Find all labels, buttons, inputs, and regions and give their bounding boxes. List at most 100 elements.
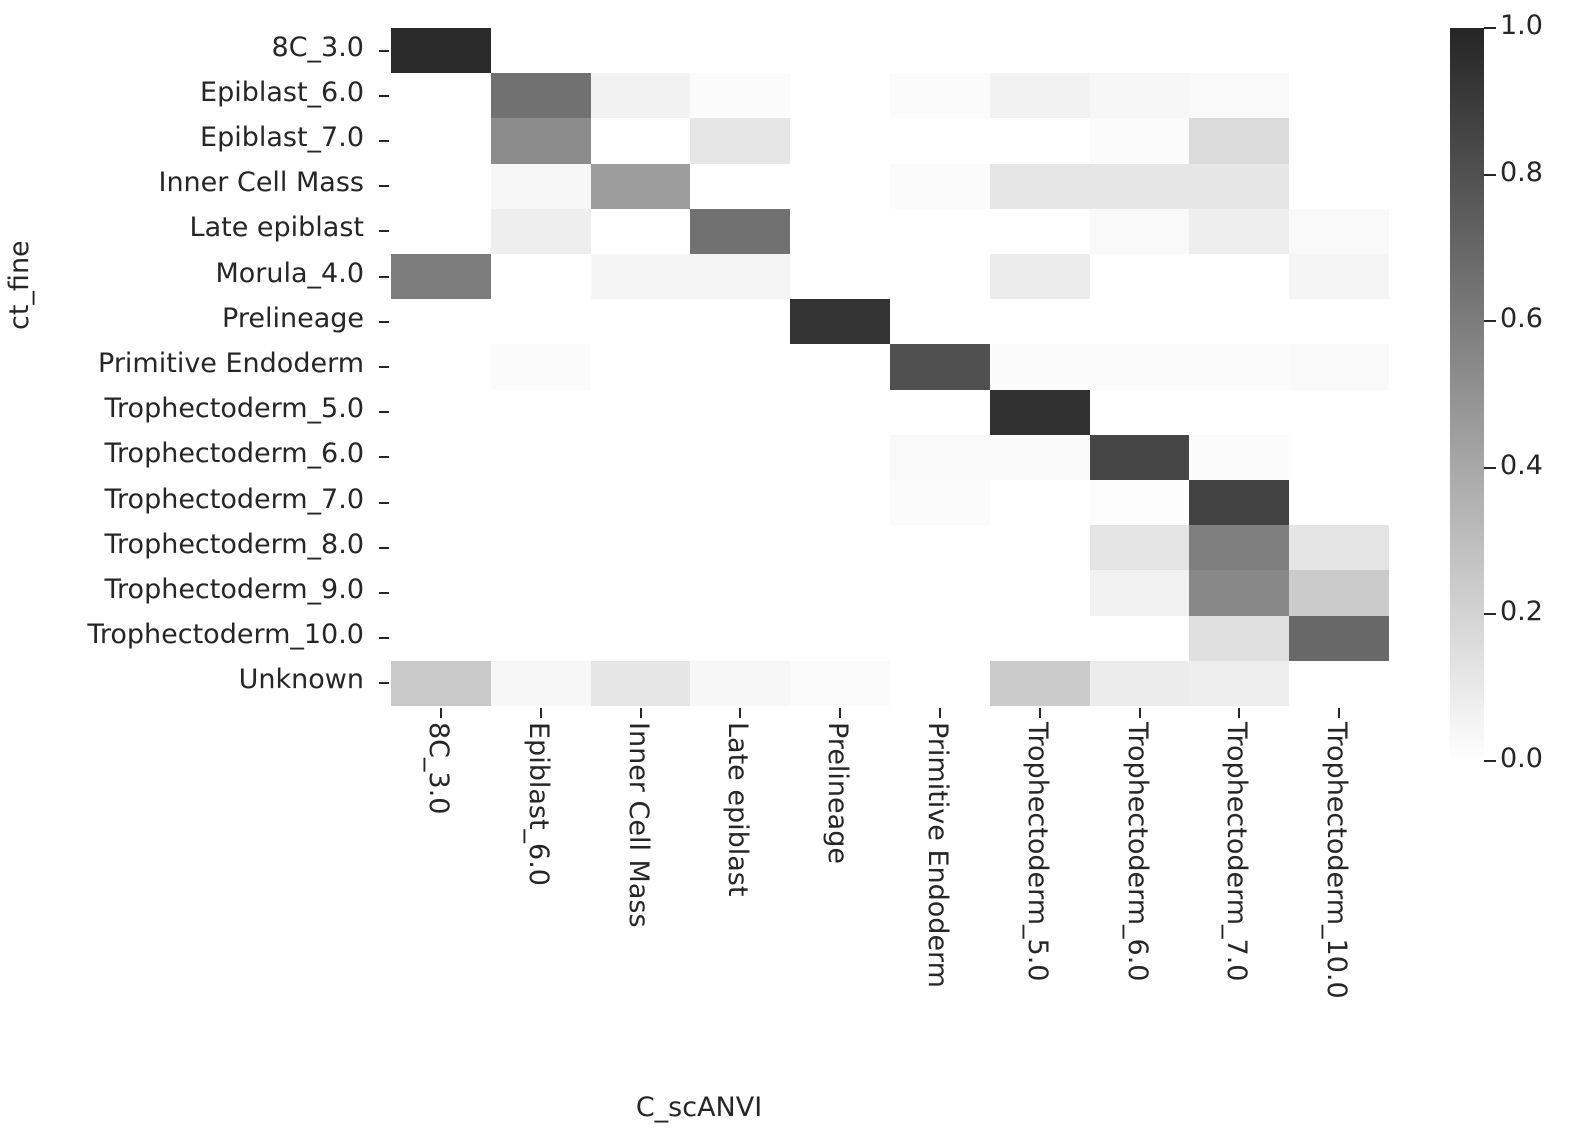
y-tick-label: Prelineage — [222, 302, 364, 334]
heatmap-cell — [1189, 615, 1290, 661]
heatmap-cell — [989, 389, 1090, 435]
heatmap-cell — [989, 525, 1090, 571]
y-tick-label: Trophectoderm_8.0 — [104, 528, 364, 560]
x-tick-label: Prelineage — [822, 722, 854, 864]
y-tick-mark — [379, 140, 389, 142]
x-tick-label: Trophectoderm_10.0 — [1321, 722, 1353, 999]
heatmap-cell — [790, 660, 890, 706]
heatmap-cell — [890, 615, 990, 661]
heatmap-cell — [890, 389, 990, 435]
y-tick-mark — [379, 637, 389, 640]
heatmap-cell — [1089, 73, 1190, 119]
heatmap-cell — [1089, 163, 1190, 209]
heatmap-cell — [989, 163, 1090, 209]
heatmap-cell — [1189, 480, 1290, 526]
heatmap-cell — [490, 73, 591, 119]
heatmap-cell — [790, 299, 890, 345]
heatmap-grid — [391, 28, 1389, 706]
heatmap-cell — [1089, 525, 1190, 571]
heatmap-cell — [989, 434, 1090, 480]
heatmap-cell — [490, 660, 591, 706]
heatmap-cell — [1089, 344, 1190, 390]
heatmap-cell — [1189, 660, 1290, 706]
colorbar-tick-mark — [1484, 466, 1496, 469]
y-tick-label: Morula_4.0 — [215, 257, 364, 289]
heatmap-cell — [690, 615, 791, 661]
y-tick-label: Trophectoderm_10.0 — [87, 619, 364, 651]
y-tick-mark — [379, 546, 389, 549]
heatmap-cell — [989, 254, 1090, 300]
heatmap-cell — [391, 389, 491, 435]
heatmap-cell — [1289, 660, 1389, 706]
colorbar-tick-mark — [1484, 320, 1496, 323]
y-tick-mark — [379, 185, 389, 188]
heatmap-cell — [391, 73, 491, 119]
heatmap-cell — [590, 389, 691, 435]
heatmap-cell — [1089, 480, 1190, 526]
heatmap-cell — [590, 163, 691, 209]
heatmap-cell — [690, 73, 791, 119]
heatmap-cell — [989, 344, 1090, 390]
x-tick-label: Epiblast_6.0 — [522, 722, 554, 886]
heatmap-cell — [391, 254, 491, 300]
heatmap-cell — [1289, 208, 1389, 254]
colorbar-tick-mark — [1484, 173, 1496, 176]
heatmap-cell — [1089, 434, 1190, 480]
y-tick-label: Epiblast_7.0 — [200, 122, 364, 153]
heatmap-cell — [590, 73, 691, 119]
heatmap-cell — [1289, 28, 1389, 74]
heatmap-cell — [490, 615, 591, 661]
heatmap-cell — [690, 118, 791, 164]
heatmap-cell — [790, 254, 890, 300]
x-tick-mark — [1238, 708, 1241, 718]
heatmap-cell — [590, 615, 691, 661]
heatmap-cell — [790, 615, 890, 661]
x-tick-label: 8C_3.0 — [422, 722, 454, 815]
heatmap-cell — [490, 254, 591, 300]
heatmap-cell — [490, 118, 591, 164]
heatmap-cell — [1189, 73, 1290, 119]
heatmap-cell — [690, 525, 791, 571]
y-tick-label: Unknown — [238, 664, 364, 696]
heatmap-cell — [989, 480, 1090, 526]
heatmap-cell — [790, 480, 890, 526]
heatmap-cell — [1189, 28, 1290, 74]
colorbar-tick-label: 0.0 — [1500, 743, 1543, 774]
y-tick-mark — [379, 49, 389, 52]
x-tick-mark — [539, 708, 542, 718]
heatmap-cell — [1289, 299, 1389, 345]
heatmap-cell — [1189, 299, 1290, 345]
heatmap-cell — [690, 344, 791, 390]
colorbar-tick-label: 0.8 — [1500, 156, 1543, 188]
colorbar-tick-mark — [1484, 760, 1496, 762]
heatmap-cell — [391, 163, 491, 209]
y-tick-mark — [379, 94, 389, 97]
heatmap-cell — [391, 615, 491, 661]
heatmap-cell — [1289, 615, 1389, 661]
heatmap-cell — [890, 73, 990, 119]
heatmap-cell — [790, 163, 890, 209]
heatmap-cell — [590, 28, 691, 74]
y-tick-mark — [379, 411, 389, 414]
heatmap-cell — [391, 118, 491, 164]
y-tick-label: Trophectoderm_6.0 — [104, 438, 364, 470]
heatmap-cell — [1289, 163, 1389, 209]
colorbar-tick-mark — [1484, 27, 1496, 29]
heatmap-cell — [989, 615, 1090, 661]
heatmap-cell — [890, 660, 990, 706]
heatmap-cell — [490, 525, 591, 571]
y-tick-label: Trophectoderm_7.0 — [104, 483, 364, 515]
heatmap-cell — [989, 73, 1090, 119]
heatmap-cell — [890, 208, 990, 254]
heatmap-cell — [690, 570, 791, 616]
y-tick-mark — [379, 456, 389, 459]
heatmap-cell — [690, 299, 791, 345]
heatmap-cell — [490, 389, 591, 435]
heatmap-cell — [690, 28, 791, 74]
heatmap-cell — [590, 434, 691, 480]
heatmap-cell — [1289, 73, 1389, 119]
heatmap-cell — [590, 480, 691, 526]
heatmap-cell — [690, 480, 791, 526]
y-tick-label: Primitive Endoderm — [98, 348, 364, 379]
